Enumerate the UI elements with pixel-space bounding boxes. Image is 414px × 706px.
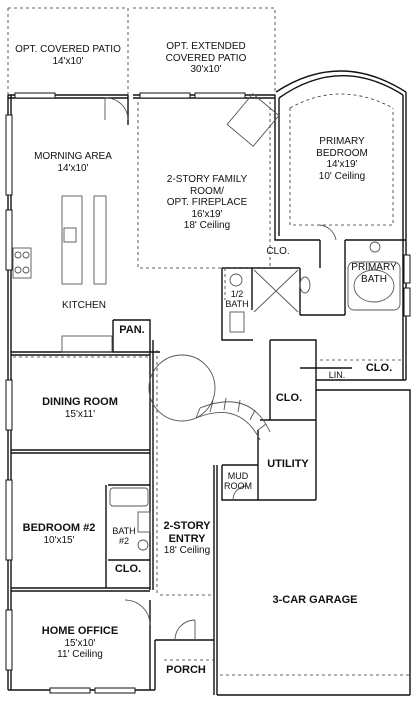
toilet-icon <box>229 273 243 287</box>
door-swing <box>104 97 129 121</box>
range-icon <box>12 247 32 279</box>
family-room-label: 2-STORY FAMILY ROOM/ OPT. FIREPLACE 16'x… <box>166 174 248 231</box>
closet-center-label: CLO. <box>275 392 303 404</box>
half-bath-label: 1/2 BATH <box>225 289 249 310</box>
bedroom2-label: BEDROOM #2 10'x15' <box>22 522 96 546</box>
porch-label: PORCH <box>166 664 206 676</box>
primary-bath-label: PRIMARY BATH <box>351 262 397 285</box>
kitchen-label: KITCHEN <box>62 300 106 311</box>
stair-rotunda <box>148 354 216 422</box>
bathtub-icon <box>347 261 401 311</box>
linen-label: LIN. <box>328 370 346 380</box>
kitchen-island <box>61 195 83 285</box>
closet-bed2-label: CLO. <box>114 563 142 575</box>
bath2-label: BATH #2 <box>112 526 136 547</box>
entry-label: 2-STORY ENTRY 18' Ceiling <box>163 520 211 557</box>
dining-room-label: DINING ROOM 15'x11' <box>42 396 118 420</box>
closet-right-label: CLO. <box>365 362 393 374</box>
utility-label: UTILITY <box>267 458 309 470</box>
opt-extended-patio-label: OPT. EXTENDED COVERED PATIO 30'x10' <box>165 41 247 75</box>
bath2-tub-icon <box>109 487 149 507</box>
shower-icon <box>253 269 299 313</box>
fixtures <box>12 93 401 641</box>
sink-icon <box>369 241 381 253</box>
fireplace-icon <box>226 93 280 147</box>
mud-room-label: MUD ROOM <box>224 471 252 492</box>
garage-label: 3-CAR GARAGE <box>272 594 358 606</box>
primary-closet-label: CLO. <box>266 246 290 257</box>
windows <box>5 92 411 694</box>
morning-area-label: MORNING AREA 14'x10' <box>34 151 112 174</box>
pantry-label: PAN. <box>119 324 145 336</box>
home-office-label: HOME OFFICE 15'x10' 11' Ceiling <box>41 625 119 661</box>
opt-covered-patio-label: OPT. COVERED PATIO 14'x10' <box>15 44 121 67</box>
primary-bedroom-label: PRIMARY BEDROOM 14'x19' 10' Ceiling <box>316 136 368 182</box>
dashed-lines <box>7 7 410 676</box>
